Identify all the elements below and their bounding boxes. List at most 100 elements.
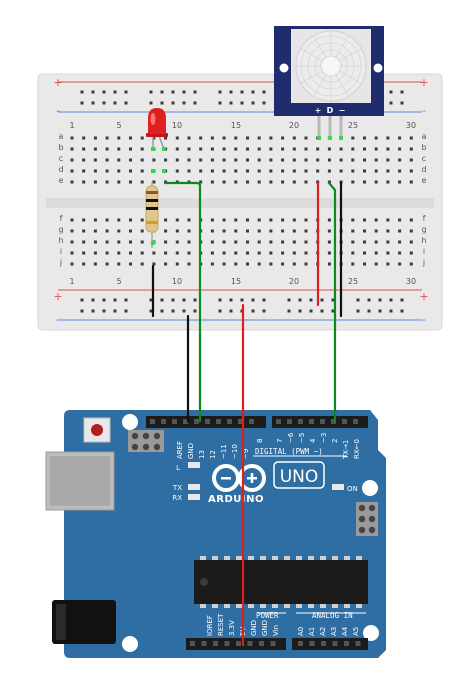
breadboard-hole: [386, 158, 390, 162]
breadboard-hole: [93, 218, 97, 222]
breadboard-hole: [386, 180, 390, 184]
red-led: [146, 108, 168, 150]
breadboard-hole: [129, 169, 132, 173]
breadboard-hole: [257, 218, 261, 222]
breadboard-hole: [246, 136, 249, 140]
header-pin: [205, 419, 210, 424]
pin-label: 12: [209, 450, 217, 459]
icsp-pin: [358, 504, 366, 512]
breadboard-hole: [257, 240, 261, 244]
breadboard-hole: [398, 136, 402, 140]
rail-hole: [309, 298, 313, 302]
breadboard-hole: [175, 169, 179, 173]
connected-hole: [151, 147, 155, 151]
breadboard-hole: [386, 240, 390, 244]
breadboard-hole: [269, 229, 273, 233]
breadboard-hole: [82, 180, 86, 184]
breadboard-hole: [187, 229, 191, 233]
breadboard-hole: [70, 158, 74, 162]
breadboard-hole: [164, 229, 168, 233]
rail-hole: [218, 309, 222, 313]
rail-hole: [182, 309, 186, 313]
rail-hole: [91, 298, 95, 302]
led-on: [332, 484, 344, 490]
breadboard-hole: [351, 262, 355, 266]
breadboard-hole: [409, 229, 413, 233]
breadboard-hole: [246, 169, 249, 173]
led-leg-cathode: [158, 135, 165, 150]
chip-pin: [224, 556, 230, 560]
breadboard-hole: [246, 262, 249, 266]
header-pin: [249, 419, 254, 424]
breadboard-hole: [327, 240, 331, 244]
logo-right-loop: [238, 464, 266, 492]
arduino-uno-board: AREF GND 13 12 ~11 ~10 ~9 8 7 ~6 ~5 4 ~3…: [45, 410, 386, 658]
breadboard-hole: [187, 262, 191, 266]
breadboard-hole: [117, 229, 121, 233]
rail-hole: [193, 90, 197, 94]
breadboard-hole: [386, 169, 390, 173]
breadboard-hole: [257, 136, 261, 140]
row-letter: f: [423, 214, 426, 223]
breadboard-hole: [363, 240, 366, 244]
breadboard-hole: [187, 240, 191, 244]
rail-hole: [229, 309, 233, 313]
rail-hole: [102, 309, 106, 313]
bottom-header-pins: [190, 641, 361, 646]
chip-pin: [284, 604, 290, 608]
header-pin: [353, 419, 358, 424]
rail-hole: [389, 101, 393, 105]
breadboard-hole: [140, 251, 144, 255]
breadboard-hole: [70, 251, 74, 255]
breadboard-hole: [386, 147, 390, 151]
rail-hole: [400, 101, 404, 105]
breadboard-hole: [327, 169, 331, 173]
header-pin: [287, 419, 292, 424]
breadboard-hole: [363, 251, 366, 255]
mounting-hole: [362, 480, 378, 496]
breadboard-hole: [351, 147, 355, 151]
rail-hole: [262, 101, 266, 105]
breadboard-hole: [117, 158, 121, 162]
breadboard-hole: [269, 251, 273, 255]
header-pin: [321, 641, 326, 646]
breadboard-hole: [281, 262, 285, 266]
rail-hole: [80, 309, 84, 313]
breadboard-hole: [304, 229, 308, 233]
row-letter: i: [60, 247, 62, 256]
atmega-chip: [194, 560, 368, 604]
breadboard-hole: [374, 240, 378, 244]
breadboard-hole: [152, 262, 156, 266]
chip-pin: [356, 556, 362, 560]
rail-hole: [400, 298, 404, 302]
breadboard-hole: [257, 251, 261, 255]
breadboard-hole: [210, 169, 214, 173]
breadboard-hole: [140, 180, 144, 184]
breadboard-hole: [304, 180, 308, 184]
reset-button-cap[interactable]: [91, 424, 103, 436]
connected-hole: [162, 169, 166, 173]
analog-label: ANALOG IN: [312, 611, 353, 620]
breadboard-hole: [82, 229, 86, 233]
led-on-label: ON: [347, 485, 358, 493]
resistor-band-black: [146, 207, 158, 210]
breadboard-hole: [292, 136, 296, 140]
breadboard-hole: [140, 229, 144, 233]
header-pin: [238, 419, 243, 424]
breadboard-hole: [210, 180, 214, 184]
rail-hole: [262, 298, 266, 302]
breadboard-hole: [129, 229, 132, 233]
breadboard-hole: [304, 240, 308, 244]
breadboard-holes: [70, 90, 413, 313]
rail-hole: [389, 309, 393, 313]
rail-hole: [251, 309, 255, 313]
pin-label: 7: [276, 439, 284, 443]
breadboard-hole: [281, 180, 285, 184]
chip-pin: [332, 604, 338, 608]
breadboard-hole: [246, 218, 249, 222]
column-number: 1: [69, 277, 74, 286]
rail-hole: [80, 101, 84, 105]
rail-hole: [102, 298, 106, 302]
breadboard-hole: [269, 262, 273, 266]
rail-hole: [124, 101, 128, 105]
